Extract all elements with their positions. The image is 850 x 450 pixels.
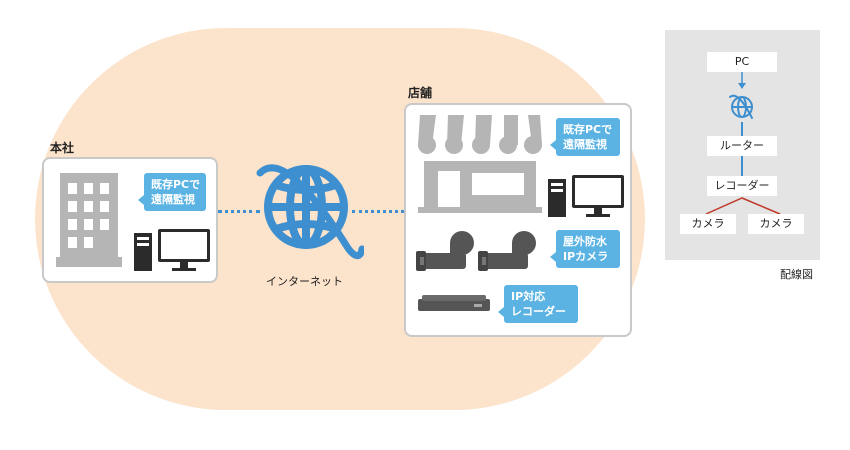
headquarters-panel: 既存PCで 遠隔監視 <box>42 157 218 283</box>
office-building-icon <box>56 173 122 267</box>
storefront-icon <box>418 115 542 213</box>
wiring-pc-box: PC <box>707 52 777 72</box>
desktop-pc-icon <box>134 229 210 271</box>
connection-line-store <box>352 210 404 213</box>
connection-line-hq <box>218 210 260 213</box>
wiring-line-globe-router <box>741 122 743 136</box>
internet-globe-icon <box>256 164 364 260</box>
camera-callout: 屋外防水 IPカメラ <box>550 230 620 268</box>
headquarters-label: 本社 <box>50 141 75 155</box>
store-panel: 既存PCで 遠隔監視 屋外防水 IPカメラ IP対応 レコーダー <box>404 103 632 337</box>
internet-label: インターネット <box>266 275 343 288</box>
headquarters-callout: 既存PCで 遠隔監視 <box>138 173 206 211</box>
network-recorder-icon <box>418 295 490 311</box>
store-pc-callout: 既存PCで 遠隔監視 <box>550 118 620 156</box>
store-label: 店舗 <box>408 86 433 100</box>
wiring-caption: 配線図 <box>780 268 813 281</box>
wiring-line-router-recorder <box>741 156 743 176</box>
wiring-router-box: ルーター <box>707 136 777 156</box>
bullet-camera-icon-right <box>478 231 536 271</box>
wiring-arrow-down-icon <box>738 72 746 89</box>
store-desktop-pc-icon <box>548 175 624 217</box>
wiring-camera-right-box: カメラ <box>748 214 804 234</box>
wiring-recorder-box: レコーダー <box>707 176 777 196</box>
wiring-camera-left-box: カメラ <box>680 214 736 234</box>
recorder-callout: IP対応 レコーダー <box>498 285 578 323</box>
bullet-camera-icon-left <box>416 231 474 271</box>
wiring-globe-icon <box>729 94 753 119</box>
wiring-split-lines <box>705 197 781 215</box>
